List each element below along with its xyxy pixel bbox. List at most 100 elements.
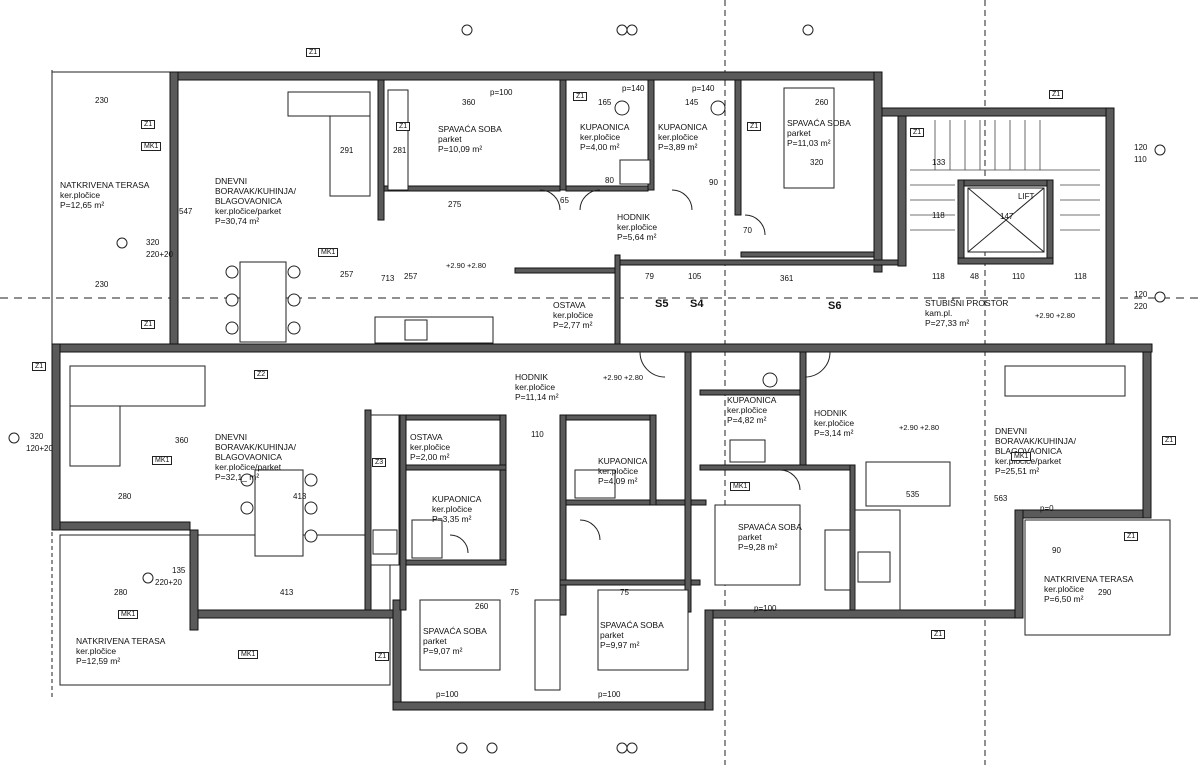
dimension: 713 [381, 274, 395, 283]
dimension: 145 [685, 98, 699, 107]
dimension: 80 [605, 176, 614, 185]
level-marker: +2.90 +2.80 [1035, 311, 1076, 320]
dimension: 90 [709, 178, 718, 187]
lift-dimension: 147 [1000, 212, 1014, 221]
dimension: 257 [340, 270, 354, 279]
axis-bubbles [8, 24, 1166, 754]
dimension: 535 [906, 490, 920, 499]
dimension: 360 [462, 98, 476, 107]
dimension: 105 [688, 272, 702, 281]
furniture [69, 87, 1126, 691]
material-tag: Z1 [141, 120, 156, 129]
material-tag: Z1 [396, 122, 411, 131]
door-swings [449, 189, 831, 554]
dimension: p=140 [622, 84, 645, 93]
dimension: 280 [118, 492, 132, 501]
material-tag: Z1 [375, 652, 390, 661]
section-marker-s6: S6 [828, 300, 842, 312]
dimension: 275 [448, 200, 462, 209]
dimension: 547 [179, 207, 193, 216]
dimension: p=0 [1040, 504, 1054, 513]
dimension: 280 [114, 588, 128, 597]
material-tag: Z1 [306, 48, 321, 57]
dimension: p=100 [598, 690, 621, 699]
material-tag: Z1 [141, 320, 156, 329]
dimension: 118 [932, 272, 945, 281]
level-marker: +2.90 +2.80 [446, 261, 487, 270]
dimension: 75 [620, 588, 629, 597]
dimension: p=100 [754, 604, 777, 613]
dimension: 413 [293, 492, 307, 501]
dimension: p=100 [490, 88, 513, 97]
dimension: 79 [645, 272, 654, 281]
dimension: p=140 [692, 84, 715, 93]
dimension: 135 [172, 566, 186, 575]
dimension: 120 [1134, 290, 1148, 299]
dimension: p=100 [436, 690, 459, 699]
dimension: 291 [340, 146, 354, 155]
material-tag: Z1 [1162, 436, 1177, 445]
dimension: 361 [780, 274, 794, 283]
dimension: 110 [1134, 155, 1147, 164]
lift-side-dimension: 118 [932, 211, 945, 220]
lift-label: LIFT [1018, 192, 1035, 201]
material-tag: MK1 [152, 456, 173, 465]
dimension: 133 [932, 158, 946, 167]
material-tag: MK1 [118, 610, 139, 619]
dimension: 230 [95, 280, 109, 289]
dimension: 281 [393, 146, 407, 155]
dimension: 413 [280, 588, 294, 597]
dimension: 260 [815, 98, 829, 107]
dimension: 120+20 [26, 444, 53, 453]
dimension: 220 [1134, 302, 1148, 311]
material-tag: MK1 [730, 482, 751, 491]
dimension: 70 [743, 226, 752, 235]
dimension: 118 [1074, 272, 1087, 281]
level-marker: +2.90 +2.80 [603, 373, 644, 382]
material-tag: MK1 [318, 248, 339, 257]
material-tag: MK1 [238, 650, 259, 659]
material-tag: Z1 [910, 128, 925, 137]
material-tag: Z1 [931, 630, 946, 639]
dimension: 360 [175, 436, 189, 445]
walls-lower [51, 343, 1153, 711]
material-tag: Z1 [573, 92, 588, 101]
material-tag: Z1 [1124, 532, 1139, 541]
dimension: 48 [970, 272, 979, 281]
dimension: 110 [531, 430, 544, 439]
material-tag: Z1 [1049, 90, 1064, 99]
level-marker: +2.90 +2.80 [899, 423, 940, 432]
stair-treads [910, 120, 1100, 253]
dimension: 320 [146, 238, 160, 247]
dimension: 290 [1098, 588, 1112, 597]
dimension: 165 [598, 98, 612, 107]
dimension: 220+20 [155, 578, 182, 587]
walls-upper [169, 71, 1115, 351]
material-tag: Z3 [372, 458, 387, 467]
dimension: 320 [810, 158, 824, 167]
dimension: 260 [475, 602, 489, 611]
material-tag: Z2 [254, 370, 269, 379]
material-tag: Z1 [747, 122, 762, 131]
section-marker-s4: S4 [690, 298, 704, 310]
dimension: 257 [404, 272, 418, 281]
